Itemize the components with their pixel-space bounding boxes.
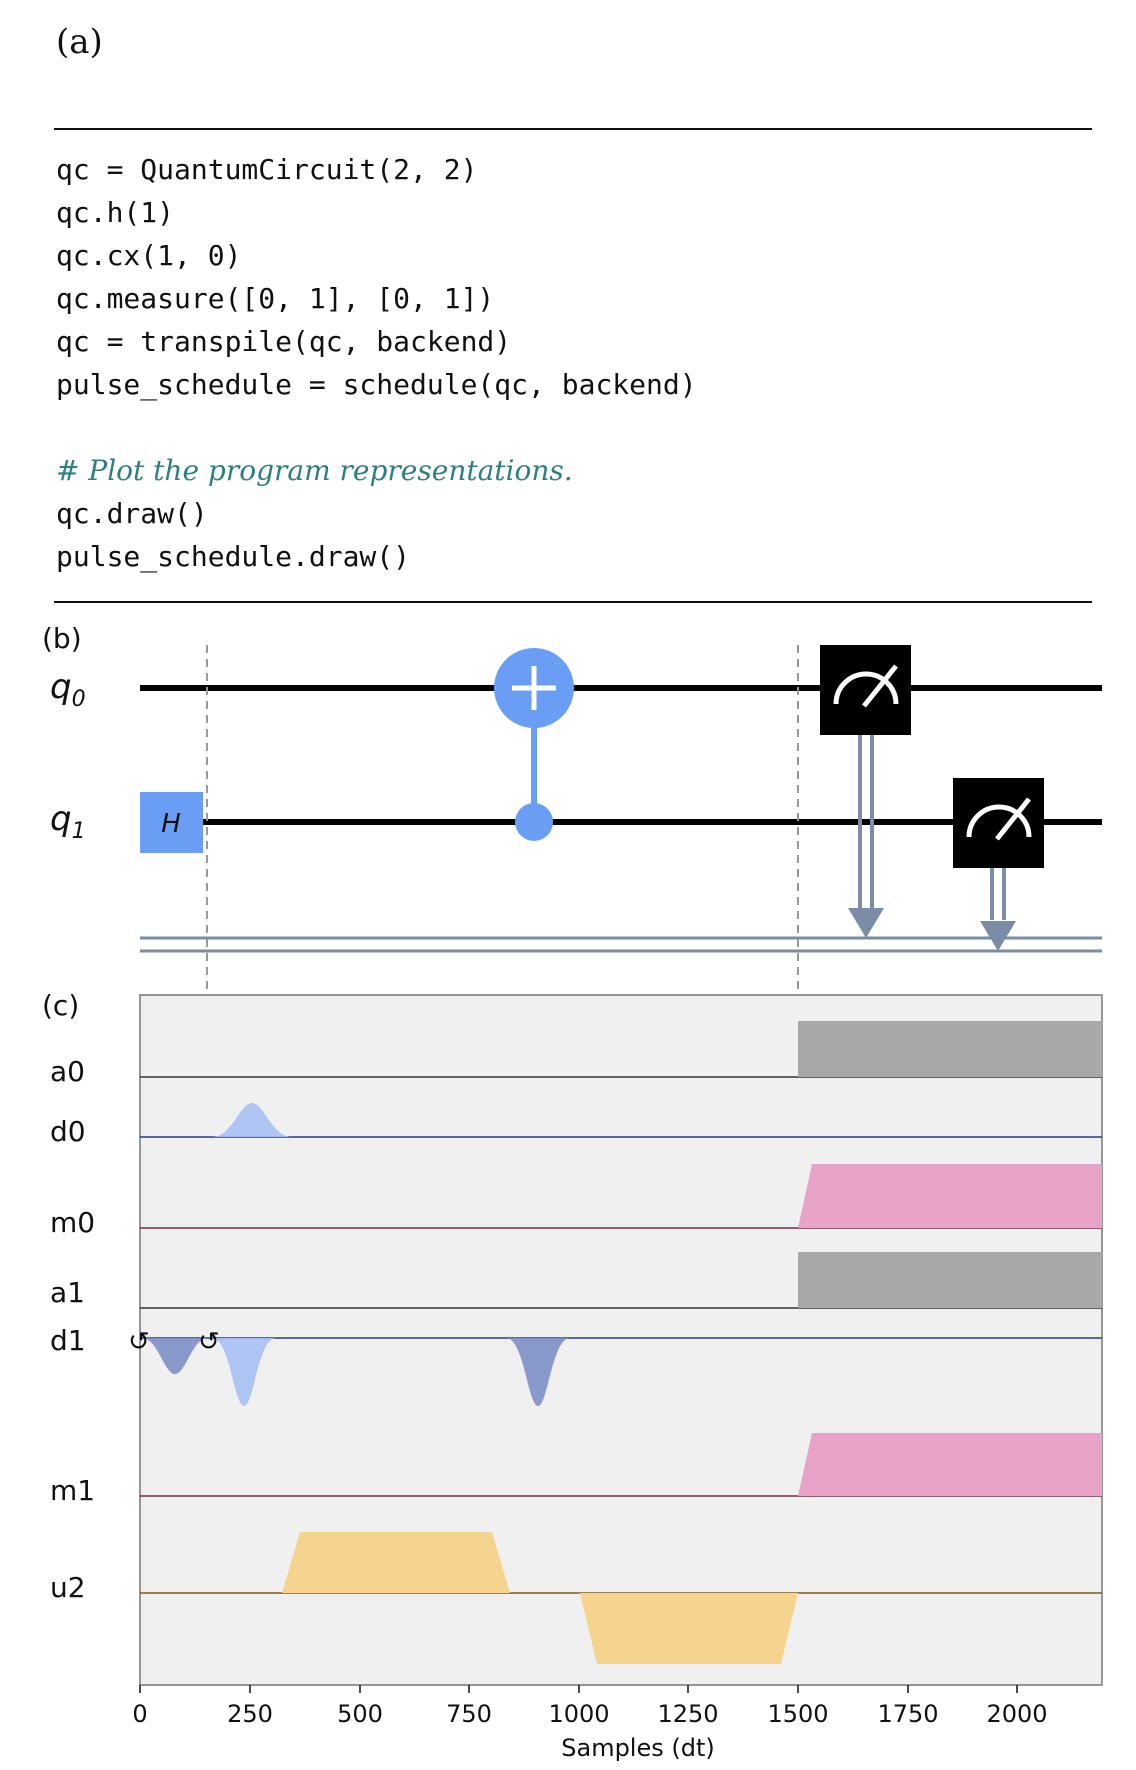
x-tick-label: 500 [337, 1700, 383, 1728]
drive-pulse-d1 [212, 1338, 276, 1406]
x-tick-label: 750 [446, 1700, 492, 1728]
acquire-pulse-a0 [798, 1021, 1102, 1077]
channel-label-m0: m0 [50, 1206, 95, 1239]
channel-label-a1: a1 [50, 1276, 85, 1309]
drive-pulse-d1 [506, 1338, 570, 1406]
code-line: pulse_schedule.draw() [56, 540, 411, 573]
h-gate [140, 792, 203, 853]
control-pulse-u2 [580, 1593, 798, 1664]
channel-label-d0: d0 [50, 1115, 86, 1148]
code-comment: # Plot the program representations. [56, 454, 573, 487]
bottom-rule [54, 601, 1092, 603]
measure-gate-q1 [953, 778, 1044, 951]
x-tick-label: 1000 [548, 1700, 609, 1728]
x-tick-label: 2000 [986, 1700, 1047, 1728]
code-line: qc.measure([0, 1], [0, 1]) [56, 282, 495, 315]
x-axis [139, 1685, 1018, 1693]
panel-c-label: (c) [42, 989, 79, 1022]
panel-b-label: (b) [42, 622, 82, 655]
meter-icon [966, 804, 1032, 838]
measure-gate-q0 [820, 645, 911, 938]
phase-shift-icon: ↺ [198, 1327, 220, 1357]
drive-pulse-d0 [212, 1103, 292, 1137]
meter-needle-icon [862, 664, 898, 708]
channel-label-u2: u2 [50, 1571, 86, 1604]
acquire-pulse-a1 [798, 1252, 1102, 1308]
code-block: qc = QuantumCircuit(2, 2) qc.h(1) qc.cx(… [56, 148, 697, 578]
code-line: qc = QuantumCircuit(2, 2) [56, 153, 478, 186]
x-tick-label: 1500 [767, 1700, 828, 1728]
meter-needle-icon [995, 797, 1031, 841]
qubit-label-q0: q0 [50, 667, 86, 712]
channel-label-m1: m1 [50, 1474, 95, 1507]
code-line: qc.cx(1, 0) [56, 239, 242, 272]
panel-a-label: (a) [56, 22, 103, 62]
cx-control [515, 803, 553, 841]
channel-label-d1: d1 [50, 1324, 86, 1357]
control-pulse-u2 [282, 1532, 510, 1593]
top-rule [54, 128, 1092, 130]
code-line: pulse_schedule = schedule(qc, backend) [56, 368, 697, 401]
h-gate-label: H [161, 809, 181, 839]
qubit-label-q1: q1 [50, 799, 86, 844]
x-tick-label: 0 [132, 1700, 147, 1728]
phase-shift-icon: ↺ [128, 1327, 150, 1357]
x-tick-label: 1750 [877, 1700, 938, 1728]
x-axis-title: Samples (dt) [561, 1734, 715, 1762]
measure-pulse-m0 [798, 1164, 1102, 1228]
x-tick-label: 250 [227, 1700, 273, 1728]
channel-label-a0: a0 [50, 1055, 85, 1088]
code-line: qc = transpile(qc, backend) [56, 325, 512, 358]
drive-pulse-d1 [142, 1338, 208, 1374]
schedule-plot-area [139, 994, 1103, 1686]
code-line: qc.h(1) [56, 196, 175, 229]
code-line: qc.draw() [56, 497, 208, 530]
measure-pulse-m1 [798, 1433, 1102, 1496]
x-tick-label: 1250 [657, 1700, 718, 1728]
meter-icon [833, 671, 899, 705]
